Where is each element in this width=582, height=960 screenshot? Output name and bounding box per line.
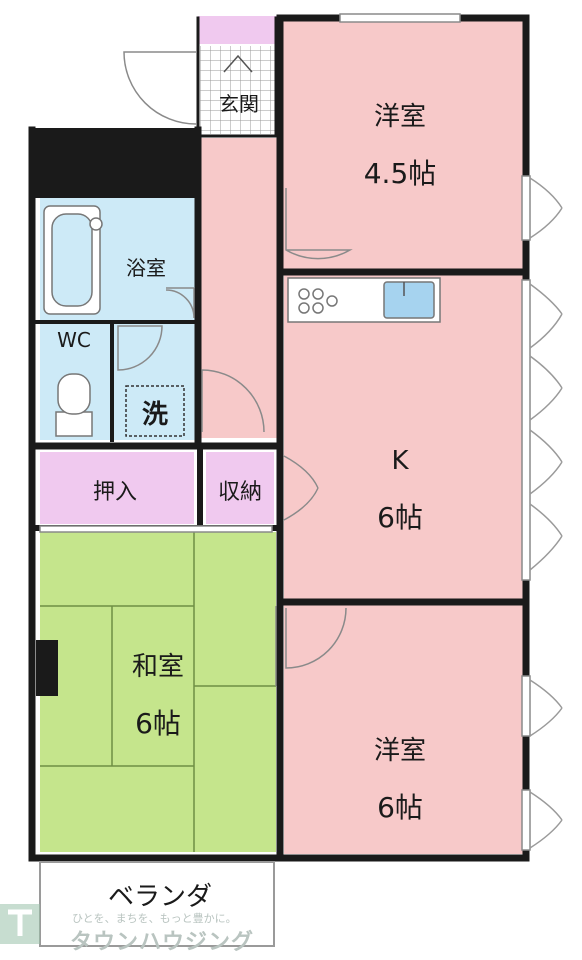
kitchen-name: K	[391, 446, 409, 476]
kitchen-counter	[287, 277, 441, 323]
bathtub	[43, 205, 103, 315]
watermark-logo-icon	[0, 904, 40, 944]
bedroom-south-name: 洋室	[373, 736, 426, 766]
shutters	[529, 177, 563, 849]
kitchen-size: 6帖	[377, 501, 423, 534]
closet-floor	[40, 452, 194, 524]
bath-label: 浴室	[126, 256, 166, 280]
washer-label: 洗	[141, 400, 168, 430]
door-swings	[117, 51, 353, 686]
stove-icon	[298, 288, 338, 314]
bedroom-south-floor	[284, 604, 524, 854]
corridor-floor	[200, 138, 280, 438]
balcony-label: ベランダ	[107, 882, 212, 912]
kitchen-floor	[284, 274, 524, 600]
genkan-marker	[223, 54, 253, 73]
bedroom-north-name: 洋室	[373, 102, 426, 132]
toilet	[55, 373, 93, 437]
tokonoma-block	[36, 640, 58, 696]
faucet-icon	[89, 217, 103, 231]
closet-label: 押入	[92, 480, 137, 505]
storage-floor	[206, 452, 274, 524]
wc-label: WC	[57, 328, 91, 352]
bath-wall-block	[30, 128, 200, 198]
washer-space	[125, 385, 185, 437]
tatami-mats	[40, 532, 276, 852]
watermark-tagline: ひとを、まちを、もっと豊かに。	[72, 912, 237, 925]
bedroom-south-size: 6帖	[377, 791, 423, 824]
bedroom-north-size: 4.5帖	[363, 157, 437, 190]
sink	[383, 281, 435, 319]
bedroom-north-floor	[282, 20, 524, 270]
watermark-company: タウンハウジング	[70, 930, 255, 955]
storage-label: 収納	[217, 480, 262, 505]
balcony-floor	[40, 860, 276, 948]
tatami-name: 和室	[131, 652, 184, 682]
genkan-tiles	[200, 46, 278, 134]
entrance-label: 玄関	[219, 92, 259, 116]
tatami-size: 6帖	[135, 707, 181, 740]
genkan-step	[198, 16, 278, 44]
tatami-floor	[40, 532, 276, 852]
